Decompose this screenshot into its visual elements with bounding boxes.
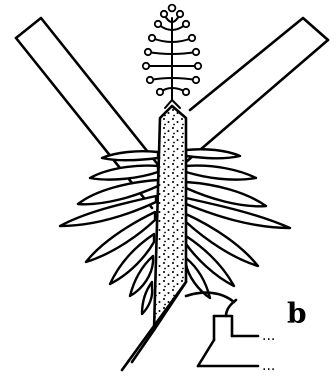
leaf-icon [142,282,152,314]
flower-bud-icon [193,77,199,83]
leaf-icon [90,166,158,180]
flower-bud-icon [183,89,189,95]
flower-bud-icon [149,35,155,41]
flower-bud-icon [169,5,176,12]
right-leaves [186,149,290,298]
leaf-icon [186,166,256,180]
flower-bud-icon [183,21,189,27]
flower-bud-icon [145,49,151,55]
flower-bud-icon [177,11,183,17]
inflorescence-icon [143,5,201,108]
stem-icon [154,106,186,330]
leaf-icon [102,151,158,160]
left-leaves [60,151,158,314]
flower-bud-icon [193,49,199,55]
label-b: b [287,300,307,328]
right-branch [186,18,328,162]
annotation-bracket: ... ... [198,316,275,374]
flower-bud-icon [143,63,149,69]
flower-bud-icon [195,63,201,69]
flower-bud-icon [161,11,167,17]
flower-bud-icon [157,89,163,95]
flower-bud-icon [155,21,161,27]
flower-bud-icon [189,35,195,41]
svg-text:...: ... [262,328,275,344]
svg-text:...: ... [262,358,275,374]
sheath [186,293,236,316]
flower-bud-icon [147,77,153,83]
leaf-icon [186,149,240,158]
